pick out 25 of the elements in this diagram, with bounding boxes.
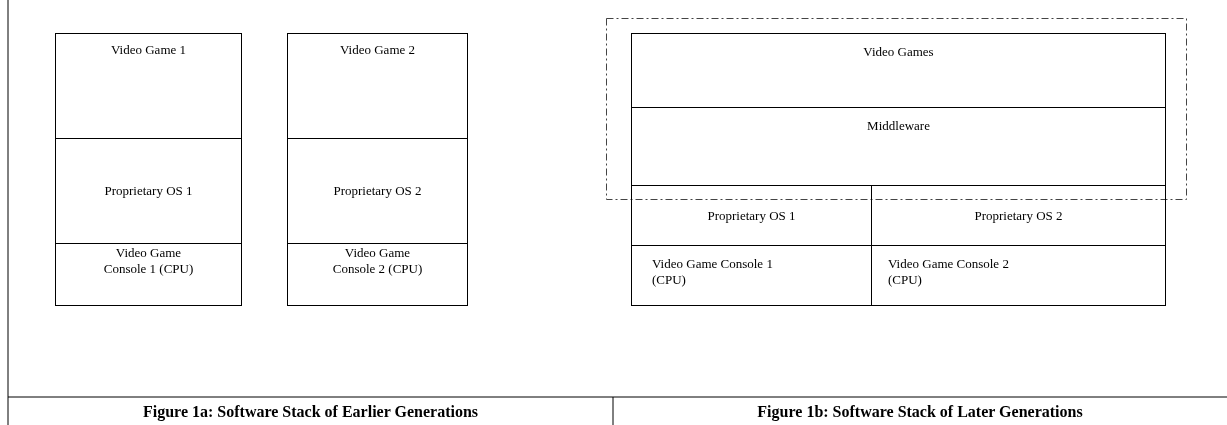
stack-layer-box	[631, 107, 1166, 186]
stack-layer-box	[287, 138, 468, 244]
layer-label: Video Games	[862, 44, 935, 60]
layer-label: Video Game Console 1 (CPU)	[102, 245, 195, 277]
layer-label: Video Game Console 2 (CPU)	[331, 245, 424, 277]
figure-caption: Figure 1b: Software Stack of Later Generations	[756, 403, 1084, 421]
stack-layer-box	[55, 138, 242, 244]
stack-layer-box	[631, 33, 1166, 108]
layer-label: Video Game 2	[339, 42, 416, 58]
stack-layer-box	[287, 33, 468, 139]
dashed-group-outline	[606, 18, 1187, 200]
layer-label: Proprietary OS 2	[332, 183, 423, 199]
figure-caption: Figure 1a: Software Stack of Earlier Generations	[141, 403, 480, 421]
layer-label: Video Game Console 1 (CPU)	[652, 256, 774, 288]
layer-label: Video Game 1	[110, 42, 187, 58]
stack-layer-box	[631, 245, 872, 306]
layer-label: Proprietary OS 1	[103, 183, 194, 199]
stack-layer-box	[871, 245, 1166, 306]
stack-layer-box	[55, 33, 242, 139]
layer-label: Proprietary OS 1	[706, 207, 797, 224]
layer-label: Middleware	[866, 118, 931, 134]
layer-label: Proprietary OS 2	[973, 207, 1064, 224]
layer-label: Video Game Console 2 (CPU)	[888, 256, 1010, 288]
stack-layer-box	[287, 243, 468, 306]
stack-layer-box	[55, 243, 242, 306]
